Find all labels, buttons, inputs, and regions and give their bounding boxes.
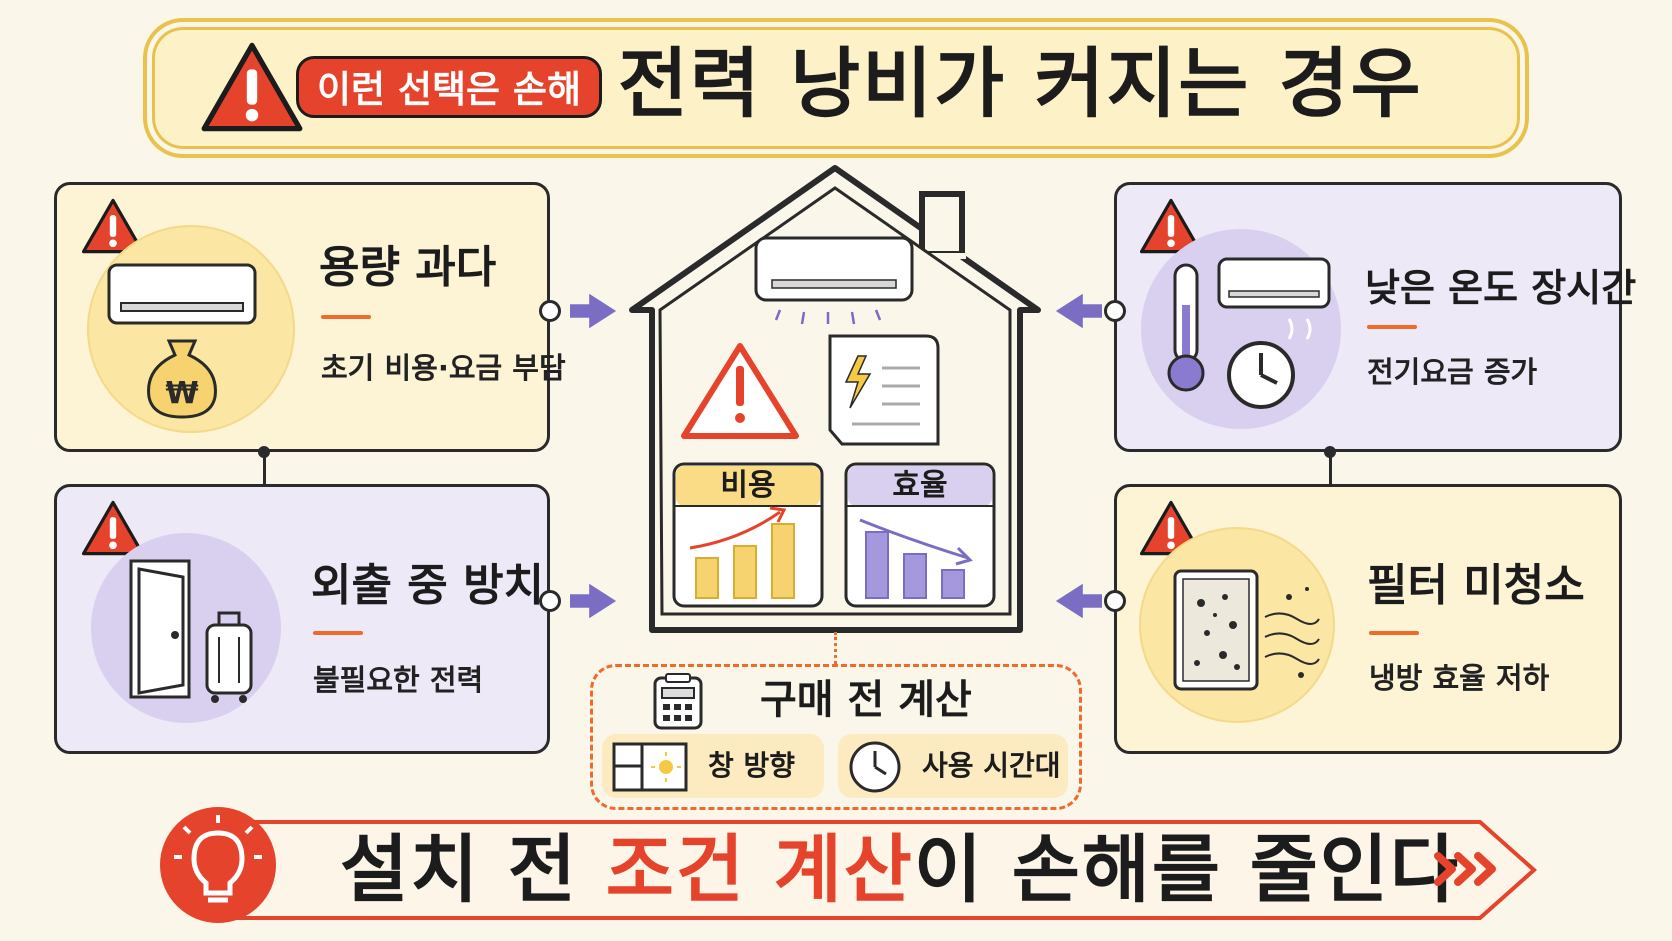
card-overcapacity: ₩ 용량 과다 초기 비용·요금 부담: [54, 182, 566, 452]
thermometer-clock-icon: [1167, 257, 1331, 409]
arrow-left-icon: [1054, 291, 1102, 331]
arrow-right-icon: [570, 581, 618, 621]
card-left-on-away: 외출 중 방치 불필요한 전력: [54, 484, 550, 754]
dirty-filter-icon: [1173, 569, 1320, 691]
calc-chip-window-direction: 창 방향: [602, 734, 824, 798]
clock-icon: [849, 741, 901, 793]
cost-label: 비용: [720, 468, 776, 503]
arrow-left-icon: [1054, 581, 1102, 621]
lightbulb-icon: [160, 807, 276, 923]
air-conditioner-money-bag-icon: ₩: [107, 263, 257, 419]
house-illustration: [629, 165, 1041, 633]
connector-line: [834, 632, 837, 664]
footer-message: 설치 전 조건 계산이 손해를 줄인다: [340, 827, 1460, 913]
divider: [1367, 325, 1417, 329]
warning-icon: [200, 40, 304, 134]
connector-dot: [539, 300, 561, 322]
connector-dot: [1104, 300, 1126, 322]
connector-dot: [1324, 446, 1336, 458]
header-badge: 이런 선택은 손해: [296, 56, 602, 118]
divider: [313, 631, 363, 635]
calc-title: 구매 전 계산: [760, 677, 972, 723]
card-desc: 초기 비용·요금 부담: [321, 351, 566, 385]
connector-dot: [258, 446, 270, 458]
card-low-temp-long-time: 낮은 온도 장시간 전기요금 증가: [1114, 182, 1636, 452]
arrow-right-icon: [570, 291, 618, 331]
footer-highlight: 조건 계산: [605, 827, 914, 913]
connector-line: [1329, 452, 1332, 484]
calculator-icon: [653, 673, 703, 730]
card-title: 용량 과다: [319, 242, 497, 293]
card-desc: 냉방 효율 저하: [1369, 661, 1550, 695]
efficiency-label: 효율: [892, 468, 948, 503]
card-title: 낮은 온도 장시간: [1365, 266, 1637, 310]
card-filter-not-cleaned: 필터 미청소 냉방 효율 저하: [1114, 484, 1622, 754]
connector-dot: [539, 590, 561, 612]
page-title: 전력 낭비가 커지는 경우: [618, 39, 1423, 128]
connector-line: [263, 452, 266, 484]
card-desc: 전기요금 증가: [1367, 355, 1538, 389]
svg-text:₩: ₩: [165, 376, 198, 411]
calc-chip-label: 사용 시간대: [922, 749, 1061, 782]
door-luggage-icon: [129, 559, 253, 703]
card-title: 외출 중 방치: [311, 560, 545, 611]
divider: [1369, 631, 1419, 635]
card-title: 필터 미청소: [1367, 560, 1585, 611]
calc-chip-usage-time: 사용 시간대: [838, 734, 1068, 798]
card-desc: 불필요한 전력: [313, 663, 484, 697]
divider: [321, 315, 371, 319]
chevrons-right-icon: [1434, 852, 1496, 886]
connector-dot: [1104, 590, 1126, 612]
window-sun-icon: [612, 742, 688, 792]
calc-chip-label: 창 방향: [708, 749, 796, 782]
